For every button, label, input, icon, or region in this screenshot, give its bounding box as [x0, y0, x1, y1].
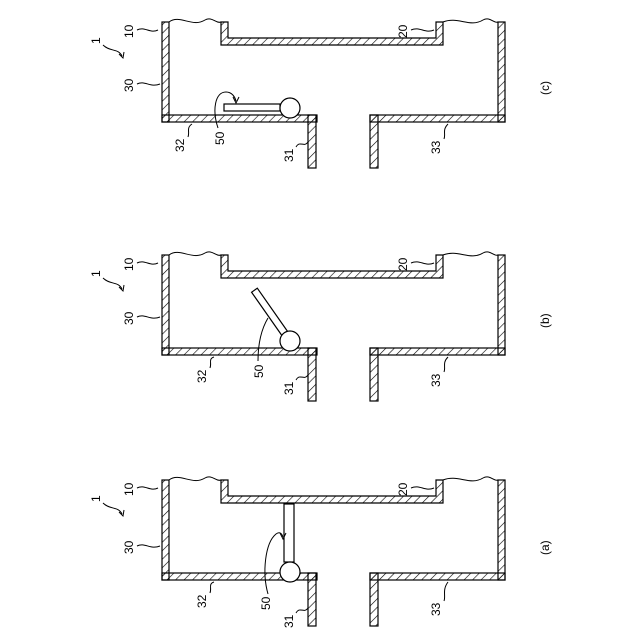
break-line	[169, 477, 221, 481]
leader-right-wall	[444, 357, 448, 372]
break-line-right	[443, 477, 498, 481]
leader-left-wall	[210, 582, 214, 593]
label-lower: 20	[396, 24, 410, 38]
label-housing: 30	[122, 311, 136, 325]
housing-left-wall	[162, 255, 169, 355]
panel-caption: (b)	[538, 313, 552, 328]
label-flange: 31	[282, 614, 296, 628]
label-valve: 50	[252, 364, 266, 378]
label-housing: 30	[122, 540, 136, 554]
label-valve: 50	[259, 596, 273, 610]
label-lower: 20	[396, 482, 410, 496]
flange-left	[308, 115, 316, 168]
leader-lower	[411, 487, 434, 489]
leader-housing	[137, 83, 160, 85]
flange-right	[370, 348, 378, 401]
label-assembly: 1	[89, 270, 103, 277]
housing-bottom-right	[370, 573, 505, 580]
leader-upper	[137, 487, 158, 489]
label-assembly: 1	[89, 495, 103, 502]
flange-right	[370, 115, 378, 168]
valve-hinge	[280, 562, 300, 582]
break-line-right	[443, 252, 498, 256]
label-upper: 10	[122, 24, 136, 38]
housing-bottom-right	[370, 115, 505, 122]
valve-hinge	[280, 331, 300, 351]
valve-flap	[224, 104, 280, 111]
label-right-wall: 33	[429, 602, 443, 616]
leader-flange	[296, 142, 308, 147]
panel-b: 1 10 30 32 50 31 20 33 (b)	[89, 252, 552, 401]
flange-left	[308, 348, 316, 401]
label-right-wall: 33	[429, 373, 443, 387]
break-line	[169, 19, 221, 23]
label-right-wall: 33	[429, 140, 443, 154]
panel-caption: (a)	[538, 540, 552, 555]
label-valve: 50	[213, 131, 227, 145]
leader-lower	[411, 262, 434, 264]
flange-right	[370, 573, 378, 626]
label-left-wall: 32	[173, 138, 187, 152]
label-assembly: 1	[89, 37, 103, 44]
label-upper: 10	[122, 257, 136, 271]
break-line-right	[443, 19, 498, 23]
label-flange: 31	[282, 381, 296, 395]
housing-left-wall	[162, 480, 169, 580]
leader-lower	[411, 29, 434, 31]
leader-flange	[296, 608, 308, 613]
leader-flange	[296, 375, 308, 380]
leader-housing	[137, 316, 160, 318]
housing-right-wall	[498, 255, 505, 355]
leader-right-wall	[444, 582, 448, 601]
label-lower: 20	[396, 257, 410, 271]
leader-upper	[137, 29, 158, 31]
flange-left	[308, 573, 316, 626]
rotation-arrow	[265, 533, 283, 594]
leader-right-wall	[444, 124, 448, 139]
leader-left-wall	[210, 357, 214, 368]
label-left-wall: 32	[195, 594, 209, 608]
housing-left-wall	[162, 22, 169, 122]
housing-right-wall	[498, 480, 505, 580]
panel-caption: (c)	[538, 81, 552, 95]
label-upper: 10	[122, 482, 136, 496]
panel-c: 1 10 30 32 50 31 20 33 (c)	[89, 19, 552, 168]
leader-housing	[137, 545, 160, 547]
valve-hinge	[280, 98, 300, 118]
leader-left-wall	[188, 124, 192, 137]
leader-upper	[137, 262, 158, 264]
label-housing: 30	[122, 78, 136, 92]
label-flange: 31	[282, 148, 296, 162]
housing-bottom-right	[370, 348, 505, 355]
break-line	[169, 252, 221, 256]
label-left-wall: 32	[195, 369, 209, 383]
panel-a: 1 10 30 32 50 31 20 33 (a)	[89, 477, 552, 628]
housing-right-wall	[498, 22, 505, 122]
